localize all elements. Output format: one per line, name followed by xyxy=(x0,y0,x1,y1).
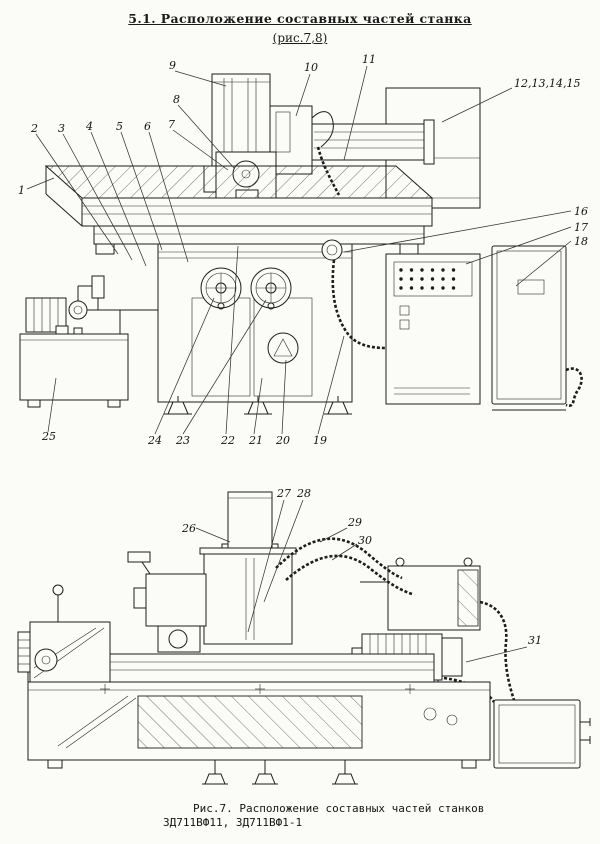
callout-22: 22 xyxy=(220,434,235,447)
callout-6: 6 xyxy=(144,120,151,133)
section-subtitle: (рис.7,8) xyxy=(272,31,328,45)
callout-20: 20 xyxy=(275,434,290,447)
figure-caption: Рис.7. Расположение составных частей ста… xyxy=(0,802,600,830)
callout-24: 24 xyxy=(147,434,162,447)
callout-5: 5 xyxy=(116,120,123,133)
machine-side-drawing xyxy=(17,491,591,785)
callout-19: 19 xyxy=(313,434,327,447)
section-title: 5.1. Расположение составных частей станк… xyxy=(128,11,472,26)
callout-17: 17 xyxy=(574,221,588,234)
callout-26: 26 xyxy=(181,522,196,535)
callout-31: 31 xyxy=(528,634,542,647)
callout-25: 25 xyxy=(41,430,56,443)
callout-16: 16 xyxy=(574,205,588,218)
callout-18: 18 xyxy=(574,235,588,248)
callout-10: 10 xyxy=(304,61,318,74)
callout-9: 9 xyxy=(169,59,176,72)
leader-lines-bottom xyxy=(195,499,528,663)
callout-28: 28 xyxy=(296,487,311,500)
machine-front-drawing xyxy=(19,73,583,415)
callout-2: 2 xyxy=(30,122,38,135)
callout-3: 3 xyxy=(58,122,65,135)
figure-7-front-view-drawing: 1 2 3 4 5 6 7 8 9 10 11 12,13,14,15 16 1… xyxy=(18,53,588,447)
callout-8: 8 xyxy=(173,93,180,106)
leader-lines-top xyxy=(26,65,572,435)
callout-30: 30 xyxy=(358,534,372,547)
figure-7-side-view-drawing: 26 27 28 29 30 31 xyxy=(17,487,591,785)
callout-4: 4 xyxy=(85,120,93,133)
callout-11: 11 xyxy=(362,53,376,66)
callout-labels-top: 1 2 3 4 5 6 7 8 9 10 11 12,13,14,15 16 1… xyxy=(18,53,588,447)
callout-23: 23 xyxy=(175,434,190,447)
caption-line-1: Рис.7. Расположение составных частей ста… xyxy=(193,802,485,815)
header: 5.1. Расположение составных частей станк… xyxy=(0,8,600,46)
callout-12-13-14-15: 12,13,14,15 xyxy=(514,77,580,90)
callout-27: 27 xyxy=(276,487,291,500)
callout-labels-bottom: 26 27 28 29 30 31 xyxy=(181,487,542,647)
callout-1: 1 xyxy=(18,184,25,197)
caption-line-2: 3Д711ВФ11, 3Д711ВФ1-1 xyxy=(163,816,303,829)
callout-29: 29 xyxy=(347,516,362,529)
callout-21: 21 xyxy=(248,434,263,447)
callout-7: 7 xyxy=(168,118,175,131)
